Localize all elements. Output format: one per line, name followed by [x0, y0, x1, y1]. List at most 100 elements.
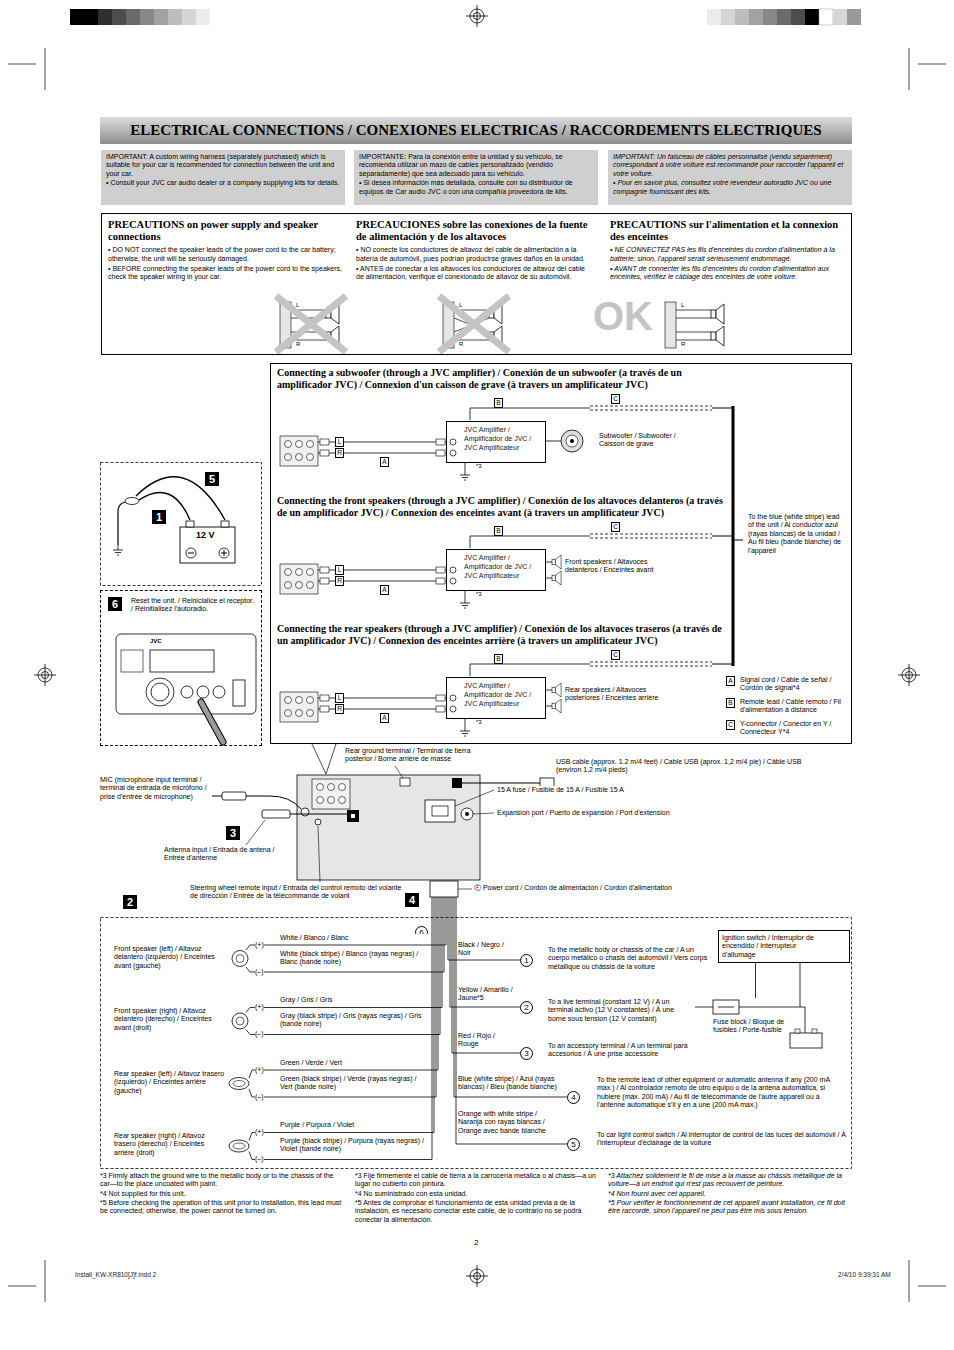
art-rect	[436, 578, 445, 584]
part-label: Rear ground terminal / Terminal de tierr…	[345, 747, 475, 764]
art-use	[460, 470, 470, 480]
art-circle	[450, 695, 456, 701]
part-label: To the blue (white stripe) lead of the u…	[748, 513, 846, 555]
text-column: Connecting the rear speakers (through a …	[277, 623, 732, 646]
part-label: Gray / Gris / Gris	[280, 996, 430, 1004]
art-circle	[465, 812, 469, 816]
art-rect	[320, 450, 329, 456]
art-circle	[236, 1017, 244, 1025]
art-rect	[186, 521, 194, 527]
footnote: *5 Pour vérifier le fonctionnement de ce…	[608, 1199, 852, 1216]
part-label: Yellow / Amarillo / Jaune*5	[458, 986, 516, 1003]
art-circle	[315, 819, 321, 825]
art-rect	[847, 9, 861, 25]
fuse-block: Fuse block / Bloque de fusibles / Porte-…	[713, 998, 793, 1035]
art-rect	[320, 578, 329, 584]
node-text: PRECAUCIONES sobre las conexiones de la …	[356, 219, 594, 243]
art-use	[466, 5, 488, 27]
part-label: Purple (black stripe) / Púrpura (rayas n…	[280, 1137, 430, 1154]
art-rect	[320, 695, 329, 701]
art-path	[249, 897, 434, 1141]
terminal-number: 4	[567, 1091, 580, 1104]
node-text: • DO NOT connect the speaker leads of th…	[108, 246, 344, 263]
polarity-mark: (–)	[255, 1155, 264, 1163]
letter-tag: B	[494, 654, 503, 664]
art-circle	[561, 430, 583, 452]
footnote: *4 Not supplied for this unit.	[100, 1190, 345, 1198]
part-label: White (black stripe) / Blanco (rayas neg…	[280, 950, 430, 967]
letter-tag: C	[611, 650, 620, 660]
part-label: White / Blanco / Blanc	[280, 934, 430, 942]
part-label: Red / Rojo / Rouge	[458, 1032, 516, 1049]
terminal-number: 3	[520, 1047, 533, 1060]
art-rect	[432, 806, 448, 816]
part-label: Front speakers / Altavoces delanteros / …	[565, 558, 665, 575]
art-path	[470, 536, 590, 548]
art-circle	[232, 951, 248, 967]
polarity-mark: (–)	[255, 1030, 264, 1038]
art-rect	[154, 9, 168, 25]
art-rect	[168, 9, 182, 25]
letter-tag: L	[335, 693, 344, 703]
art-circle	[219, 548, 229, 558]
art-path	[439, 296, 509, 352]
art-use	[552, 571, 561, 585]
art-rect	[182, 9, 196, 25]
art-use	[460, 726, 470, 736]
small-label: R	[459, 341, 463, 348]
node-text: Fuse block / Bloque de fusibles / Porte-…	[713, 1018, 793, 1035]
art-rect	[436, 439, 445, 445]
art-path	[470, 664, 590, 676]
art-g	[280, 406, 712, 480]
part-label: To an accessory terminal / A un terminal…	[548, 1042, 698, 1059]
art-path	[290, 814, 347, 815]
callout-number: 5	[205, 472, 219, 486]
letter-tag: B	[726, 698, 735, 708]
node-text: JVC Amplifier / Amplificador de JVC / JV…	[464, 682, 542, 708]
letter-tag: C	[726, 720, 735, 730]
footnote: *5 Antes de comprobar el funcionamiento …	[355, 1199, 600, 1224]
art-circle	[450, 567, 456, 573]
art-rect	[320, 706, 329, 712]
node-text: • Si desea información más detallada, co…	[359, 179, 593, 196]
art-path	[8, 48, 946, 1302]
text-column: PRECAUCIONES sobre las conexiones de la …	[356, 219, 594, 282]
art-path	[465, 718, 466, 726]
letter-tag: L	[335, 437, 344, 447]
art-rect	[436, 567, 445, 573]
art-ellipse	[229, 1078, 249, 1090]
small-label: L	[296, 302, 299, 309]
small-label: R	[681, 341, 685, 348]
wire-connector	[755, 963, 756, 998]
page-number: 2	[474, 1238, 478, 1248]
footnote: *4 Non fourni avec cet appareil.	[608, 1190, 852, 1198]
art-rect	[262, 810, 290, 818]
art-rect	[180, 527, 235, 563]
art-rect	[297, 775, 480, 880]
part-label: MIC (microphone input terminal / termina…	[100, 776, 210, 801]
footnote: *3 Firmly attach the ground wire to the …	[100, 1172, 345, 1189]
art-path	[545, 690, 552, 706]
part-label: Orange with white stripe / Naranja con r…	[458, 1110, 563, 1135]
small-label: L	[681, 302, 684, 309]
part-label: Green / Verde / Vert	[280, 1059, 430, 1067]
art-use	[460, 598, 470, 608]
art-rect	[196, 9, 210, 25]
polarity-mark: (+)	[255, 1066, 264, 1074]
art-circle	[450, 578, 456, 584]
callout-number: 3	[226, 826, 240, 840]
node-text: • BEFORE connecting the speaker leads of…	[108, 265, 344, 282]
callout-number: 6	[108, 597, 122, 611]
node-text: JVC Amplifier / Amplificador de JVC / JV…	[464, 554, 542, 580]
letter-tag: R	[335, 448, 344, 458]
art-g	[439, 296, 509, 352]
small-label: R	[296, 341, 300, 348]
text-column: PRECAUTIONS on power supply and speaker …	[108, 219, 344, 282]
terminal-number: 2	[520, 1001, 533, 1014]
art-circle	[186, 548, 196, 558]
art-rect	[791, 9, 805, 25]
part-label: Front speaker (left) / Altavoz delantero…	[114, 945, 226, 970]
letter-tag: L	[335, 565, 344, 575]
ok-mark: OK	[593, 296, 653, 336]
art-rect	[805, 9, 819, 25]
